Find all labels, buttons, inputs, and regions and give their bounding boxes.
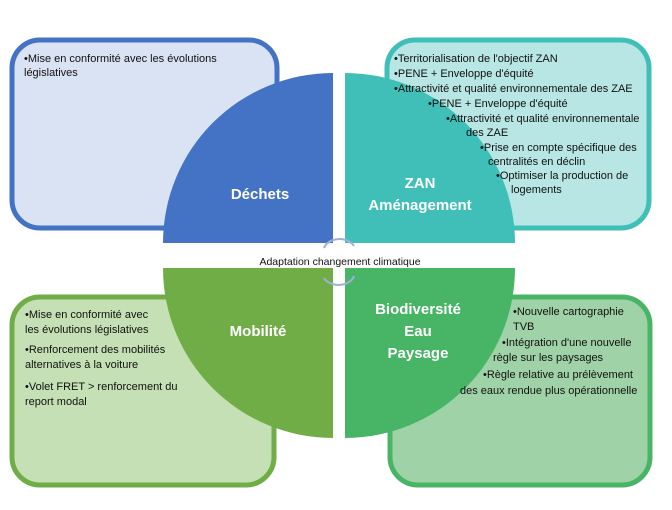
biodiversite-item: •Nouvelle cartographie	[513, 306, 624, 318]
zan-item: centralités en déclin	[488, 156, 586, 168]
dechets-item: législatives	[24, 67, 78, 79]
cycle-arrows-icon	[323, 238, 355, 286]
zan-title: ZAN	[404, 175, 436, 192]
zan-item: logements	[511, 184, 562, 196]
zan-item: •Territorialisation de l'objectif ZAN	[394, 53, 558, 65]
biodiversite-item: TVB	[513, 321, 535, 333]
mobilite-item: les évolutions législatives	[25, 324, 149, 336]
zan-title: Aménagement	[368, 197, 472, 214]
mobilite-quadrant	[163, 268, 333, 438]
mobilite-item: report modal	[25, 396, 87, 408]
biodiversite-item: •Intégration d'une nouvelle	[502, 337, 632, 349]
zan-item: •PENE + Enveloppe d'équité	[394, 68, 534, 80]
biodiversite-title: Eau	[404, 323, 432, 340]
biodiversite-item: des eaux rendue plus opérationnelle	[460, 385, 638, 397]
biodiversite-item: •Règle relative au prélèvement	[483, 369, 633, 381]
zan-quadrant	[345, 73, 515, 243]
dechets-title: Déchets	[230, 186, 290, 203]
mobilite-item: alternatives à la voiture	[25, 359, 139, 371]
mobilite-item: •Renforcement des mobilités	[25, 344, 166, 356]
dechets-quadrant	[163, 73, 333, 243]
zan-item: •Attractivité et qualité environnemental…	[446, 113, 640, 125]
zan-item: des ZAE	[466, 127, 509, 139]
zan-item: •Prise en compte spécifique des	[480, 142, 637, 154]
zan-item: •Optimiser la production de	[496, 170, 629, 182]
zan-item: •PENE + Enveloppe d'équité	[428, 98, 568, 110]
dechets-item: •Mise en conformité avec les évolutions	[24, 53, 217, 65]
biodiversite-title: Biodiversité	[375, 301, 461, 318]
mobilite-item: •Mise en conformité avec	[25, 309, 149, 321]
center-label: Adaptation changement climatique	[240, 256, 440, 268]
zan-item: •Attractivité et qualité environnemental…	[394, 83, 633, 95]
mobilite-item: •Volet FRET > renforcement du	[25, 381, 178, 393]
mobilite-title: Mobilité	[229, 323, 287, 340]
biodiversite-title: Paysage	[387, 345, 449, 362]
biodiversite-item: règle sur les paysages	[493, 352, 604, 364]
biodiversite-quadrant	[345, 268, 515, 438]
